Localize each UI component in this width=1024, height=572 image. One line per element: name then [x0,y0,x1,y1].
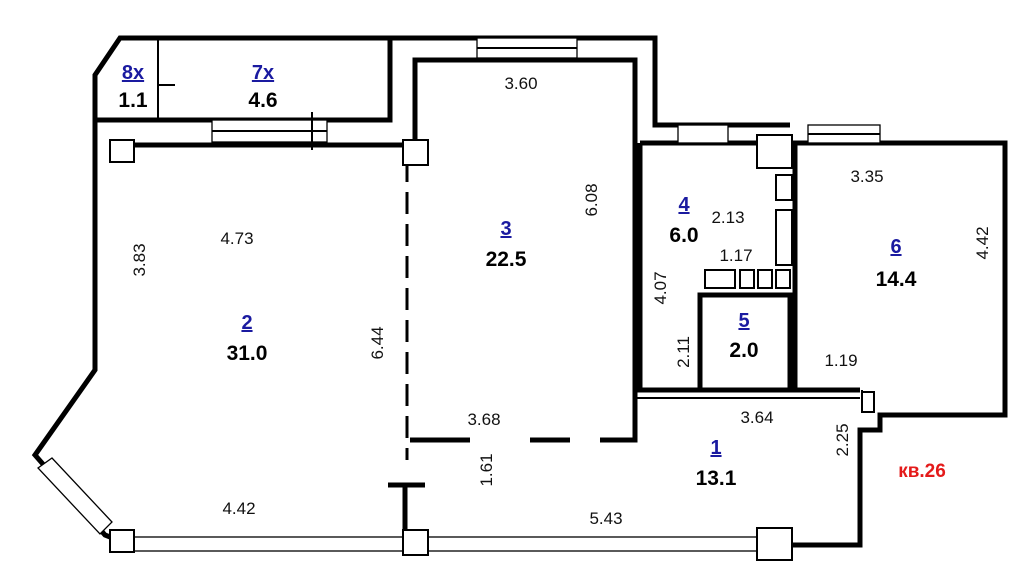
column-top [756,134,793,169]
shaft-2 [775,209,793,266]
room-2-area: 31.0 [227,342,268,365]
room-5-area: 2.0 [729,339,758,362]
room-7-area: 4.6 [248,89,277,112]
room-1-area: 13.1 [696,467,737,490]
north-wall [390,35,790,128]
column-nw [109,139,135,163]
dimension-6-44: 6.44 [368,326,387,359]
dimension-labels: 3.60 6.08 4.73 3.83 6.44 3.68 1.61 4.42 … [130,74,992,528]
room-3-number: 3 [500,218,511,240]
outer-walls [31,35,1008,548]
windows [37,37,881,552]
dimension-1-61: 1.61 [477,453,496,486]
room-labels: 8х 1.1 7х 4.6 2 31.0 3 22.5 4 6.0 5 2.0 … [118,62,945,490]
balcony-wall [92,35,393,123]
shaft-3 [704,269,736,289]
entry-jamb [861,391,875,413]
room-8-number: 8х [122,62,144,84]
window-bottom-right [424,536,766,552]
column-room3 [402,139,429,166]
dimension-6-08: 6.08 [582,183,601,216]
dimension-2-13: 2.13 [711,208,744,227]
dimension-2-25: 2.25 [833,423,852,456]
column-sw [109,529,135,553]
room-8-area: 1.1 [118,89,148,112]
dimension-3-60: 3.60 [504,74,537,93]
dimension-1-19: 1.19 [824,351,857,370]
dimension-2-11: 2.11 [674,336,693,368]
dimension-5-43: 5.43 [589,509,622,528]
column-bottom-right [756,527,793,561]
room-6-area: 14.4 [876,268,917,291]
columns [109,134,875,561]
window-bay [37,457,113,535]
dimension-4-73: 4.73 [220,229,253,248]
room-3-area: 22.5 [486,248,527,271]
dimension-3-35: 3.35 [850,167,883,186]
room-2-number: 2 [241,312,252,334]
dimension-4-42-right: 4.42 [973,226,992,259]
room-4-number: 4 [678,194,690,216]
room-6-number: 6 [890,236,901,258]
apartment-label: кв.26 [898,461,946,482]
outer-wall-main [31,117,1008,548]
dimension-3-83: 3.83 [130,243,149,276]
room-5-number: 5 [738,310,749,332]
dimension-1-17: 1.17 [719,246,752,265]
room-1-number: 1 [710,437,721,459]
dimension-3-64: 3.64 [740,408,773,427]
dimension-3-68: 3.68 [467,410,500,429]
room5-wall [697,292,793,393]
column-bottom [402,529,429,556]
window-bottom [129,536,406,552]
room3-wall [412,57,638,443]
room-7-number: 7х [252,62,274,84]
dimension-4-07: 4.07 [651,271,670,304]
dimension-4-42-bottom: 4.42 [222,499,255,518]
window-room4 [677,124,729,144]
room-4-area: 6.0 [669,224,698,247]
shaft-1 [775,174,793,201]
